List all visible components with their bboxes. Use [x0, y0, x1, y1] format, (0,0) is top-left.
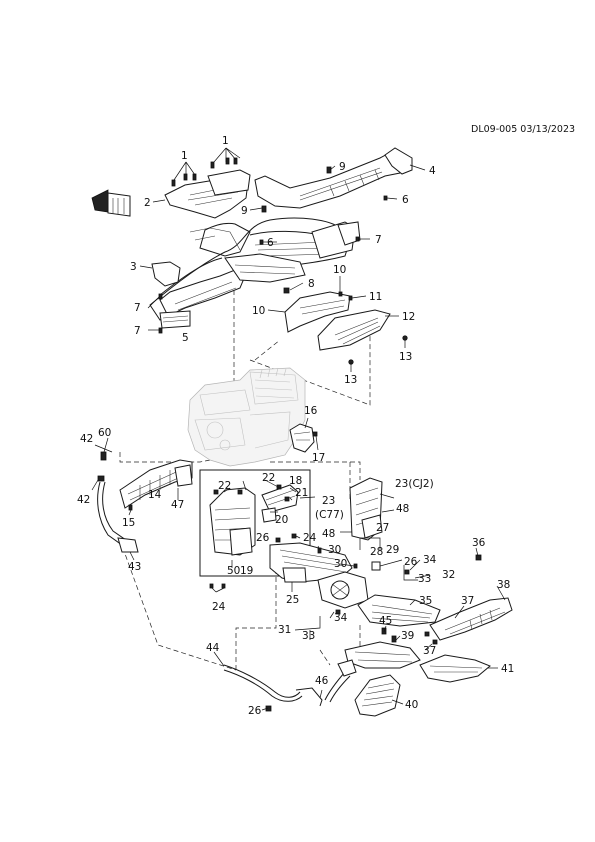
callout-15: 15 [122, 517, 135, 529]
callout-c77: (C77) [315, 509, 344, 521]
callout-35: 35 [419, 595, 432, 607]
callout-44: 44 [206, 642, 220, 654]
callout-1b: 1 [181, 150, 188, 162]
callout-12: 12 [402, 311, 415, 323]
callout-8: 8 [308, 278, 315, 290]
callout-7c: 7 [134, 325, 141, 337]
parts-10-12-vent [284, 291, 408, 365]
callout-60: 60 [98, 427, 111, 439]
duct-25 [269, 533, 353, 583]
callout-16: 16 [304, 405, 318, 417]
callout-labels: 1 1 2 9 9 4 6 6 7 3 7 7 5 8 10 10 11 12 … [77, 135, 514, 717]
callout-10b: 10 [252, 305, 265, 317]
callout-40: 40 [405, 699, 418, 711]
callout-13b: 13 [344, 374, 357, 386]
callout-34a: 34 [423, 554, 437, 566]
callout-7a: 7 [375, 234, 382, 246]
callout-21: 21 [295, 487, 308, 499]
callout-47: 47 [171, 499, 184, 511]
callout-41: 41 [501, 663, 514, 675]
callout-11: 11 [369, 291, 382, 303]
callout-5: 5 [182, 332, 189, 344]
document-code: DL09-005 03/13/2023 [471, 124, 576, 135]
callout-26b: 26 [404, 556, 418, 568]
hvac-module-background [187, 367, 306, 467]
callout-46: 46 [315, 675, 329, 687]
callout-13a: 13 [399, 351, 412, 363]
clip-part-2 [91, 189, 131, 217]
callout-31: 31 [278, 624, 291, 636]
callout-33a: 33 [418, 573, 431, 585]
callout-26a: 26 [256, 532, 270, 544]
callout-33b: 33 [302, 630, 315, 642]
callout-37a: 37 [461, 595, 474, 607]
callout-29: 29 [386, 544, 399, 556]
upper-duct-assembly [149, 147, 413, 334]
callout-20: 20 [275, 514, 288, 526]
callout-38: 38 [497, 579, 510, 591]
callout-37b: 37 [423, 645, 436, 657]
callout-10a: 10 [333, 264, 346, 276]
callout-9b: 9 [241, 205, 248, 217]
callout-25: 25 [286, 594, 299, 606]
callout-27: 27 [376, 522, 389, 534]
blower-assembly-box [199, 469, 311, 589]
callout-42b: 42 [77, 494, 90, 506]
part-16-bracket [289, 423, 318, 453]
callout-26c: 26 [248, 705, 262, 717]
callout-42a: 42 [80, 433, 93, 445]
callout-50: 50 [227, 565, 240, 577]
callout-34b: 34 [334, 612, 348, 624]
callout-3: 3 [130, 261, 137, 273]
callout-6a: 6 [402, 194, 409, 206]
callout-23: 23 [322, 495, 335, 507]
callout-28: 28 [370, 546, 383, 558]
leader-lines [91, 147, 506, 711]
floor-ducts-35-41 [335, 554, 513, 717]
callout-23-cj2: 23(CJ2) [395, 478, 434, 490]
callout-6b: 6 [267, 237, 274, 249]
callout-39: 39 [401, 630, 414, 642]
callout-14: 14 [148, 489, 162, 501]
drain-pipes-44-46 [223, 659, 357, 712]
duct-14 [119, 459, 193, 511]
callout-18: 18 [289, 475, 302, 487]
callout-24b: 24 [212, 601, 226, 613]
callout-4: 4 [429, 165, 436, 177]
callout-45: 45 [379, 615, 392, 627]
callout-2: 2 [144, 197, 151, 209]
callout-22b: 22 [218, 480, 231, 492]
callout-48b: 48 [322, 528, 335, 540]
callout-1a: 1 [222, 135, 229, 147]
callout-24a: 24 [303, 532, 317, 544]
callout-30b: 30 [334, 558, 347, 570]
drain-hose-42-43 [97, 451, 139, 553]
callout-19: 19 [240, 565, 253, 577]
callout-7b: 7 [134, 302, 141, 314]
callout-30a: 30 [328, 544, 341, 556]
callout-36: 36 [472, 537, 486, 549]
callout-48a: 48 [396, 503, 409, 515]
callout-22a: 22 [262, 472, 275, 484]
callout-17: 17 [312, 452, 325, 464]
callout-43: 43 [128, 561, 141, 573]
duct-23-cj2 [349, 477, 383, 541]
callout-32: 32 [442, 569, 455, 581]
callout-9a: 9 [339, 161, 346, 173]
